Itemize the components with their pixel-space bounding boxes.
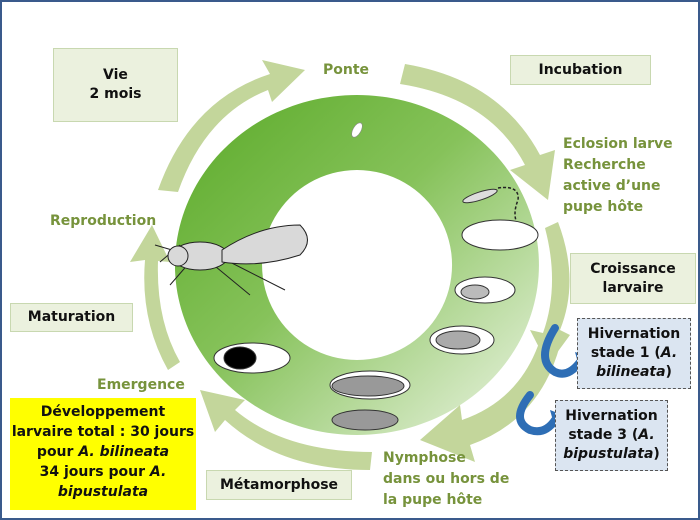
hivernation3-line3: bipustulata) bbox=[563, 445, 660, 464]
ponte-label: Ponte bbox=[323, 62, 370, 78]
nymphose-label: Nymphose dans ou hors de la pupe hôte bbox=[383, 448, 509, 511]
hivernation1-line3: bilineata) bbox=[596, 363, 672, 382]
nymphose-line1: Nymphose bbox=[383, 450, 466, 466]
larva-icon bbox=[462, 188, 498, 204]
note-line4-genus: A. bbox=[149, 464, 167, 480]
note-line5: bipustulata bbox=[10, 482, 196, 502]
emergence-label: Emergence bbox=[97, 377, 185, 393]
hivernation1-species: bilineata bbox=[596, 364, 666, 380]
note-line3-pre: pour bbox=[36, 444, 79, 460]
hivernation1-line1: Hivernation bbox=[587, 326, 681, 342]
hivernation3-genus: A. bbox=[638, 427, 655, 443]
note-line3: pour A. bilineata bbox=[10, 442, 196, 462]
cycle-arrows bbox=[130, 60, 570, 470]
hivernation1-line2: stade 1 (A. bbox=[591, 344, 677, 363]
note-line1: Développement bbox=[40, 404, 166, 420]
note-line3-species: A. bilineata bbox=[78, 444, 170, 460]
hivernation3-species: bipustulata bbox=[563, 446, 654, 462]
hivernation3-line2: stade 3 (A. bbox=[568, 426, 654, 445]
eclosion-label: Eclosion larve Recherche active d’une pu… bbox=[563, 134, 673, 218]
note-line4-pre: 34 jours pour bbox=[39, 464, 150, 480]
adult-beetle-icon bbox=[154, 224, 308, 296]
arrow-to-croissance bbox=[530, 222, 570, 365]
hivernation-stage3-box: Hivernation stade 3 (A. bipustulata) bbox=[555, 400, 668, 471]
eclosion-line3: active d’une bbox=[563, 178, 661, 194]
eclosion-line1: Eclosion larve bbox=[563, 136, 673, 152]
development-note: Développement larvaire total : 30 jours … bbox=[10, 398, 196, 510]
hivernation-stage1-box: Hivernation stade 1 (A. bilineata) bbox=[577, 318, 691, 389]
croissance-line1: Croissance bbox=[590, 260, 676, 277]
hivernation1-stage: stade 1 ( bbox=[590, 345, 661, 361]
nymphose-line2: dans ou hors de bbox=[383, 471, 510, 487]
croissance-line2: larvaire bbox=[602, 279, 664, 296]
hivernation3-line1: Hivernation bbox=[565, 408, 658, 424]
curved-arrow-icon bbox=[516, 324, 584, 436]
arrow-to-reproduction bbox=[130, 225, 180, 370]
host-pupa-icon bbox=[213, 219, 539, 431]
hivernation1-close: ) bbox=[665, 364, 672, 380]
note-line5-species: bipustulata bbox=[57, 484, 149, 500]
arrow-to-nymphose bbox=[420, 340, 560, 462]
metamorphose-box: Métamorphose bbox=[206, 470, 352, 500]
lifespan-line2: 2 mois bbox=[89, 86, 142, 102]
hivernation3-close: ) bbox=[653, 446, 660, 462]
reproduction-label: Reproduction bbox=[50, 213, 157, 229]
eclosion-line2: Recherche bbox=[563, 157, 646, 173]
arrow-to-emergence bbox=[200, 390, 372, 470]
incubation-box: Incubation bbox=[510, 55, 651, 85]
nymphose-line3: la pupe hôte bbox=[383, 492, 483, 508]
incubation-label: Incubation bbox=[538, 61, 623, 78]
note-line2: larvaire total : 30 jours bbox=[11, 424, 195, 440]
maturation-box: Maturation bbox=[10, 303, 133, 332]
lifespan-box: Vie 2 mois bbox=[53, 48, 178, 122]
maturation-label: Maturation bbox=[27, 309, 116, 325]
hivernation1-genus: A. bbox=[660, 345, 678, 361]
note-line4: 34 jours pour A. bbox=[10, 462, 196, 482]
eclosion-line4: pupe hôte bbox=[563, 199, 644, 215]
arrow-to-eclosion bbox=[400, 64, 555, 200]
metamorphose-label: Métamorphose bbox=[219, 476, 339, 493]
arrow-to-ponte bbox=[158, 60, 305, 192]
lifespan-line1: Vie bbox=[103, 67, 128, 83]
hivernation3-stage: stade 3 ( bbox=[568, 427, 639, 443]
egg-icon bbox=[351, 122, 363, 138]
croissance-box: Croissance larvaire bbox=[570, 253, 696, 304]
